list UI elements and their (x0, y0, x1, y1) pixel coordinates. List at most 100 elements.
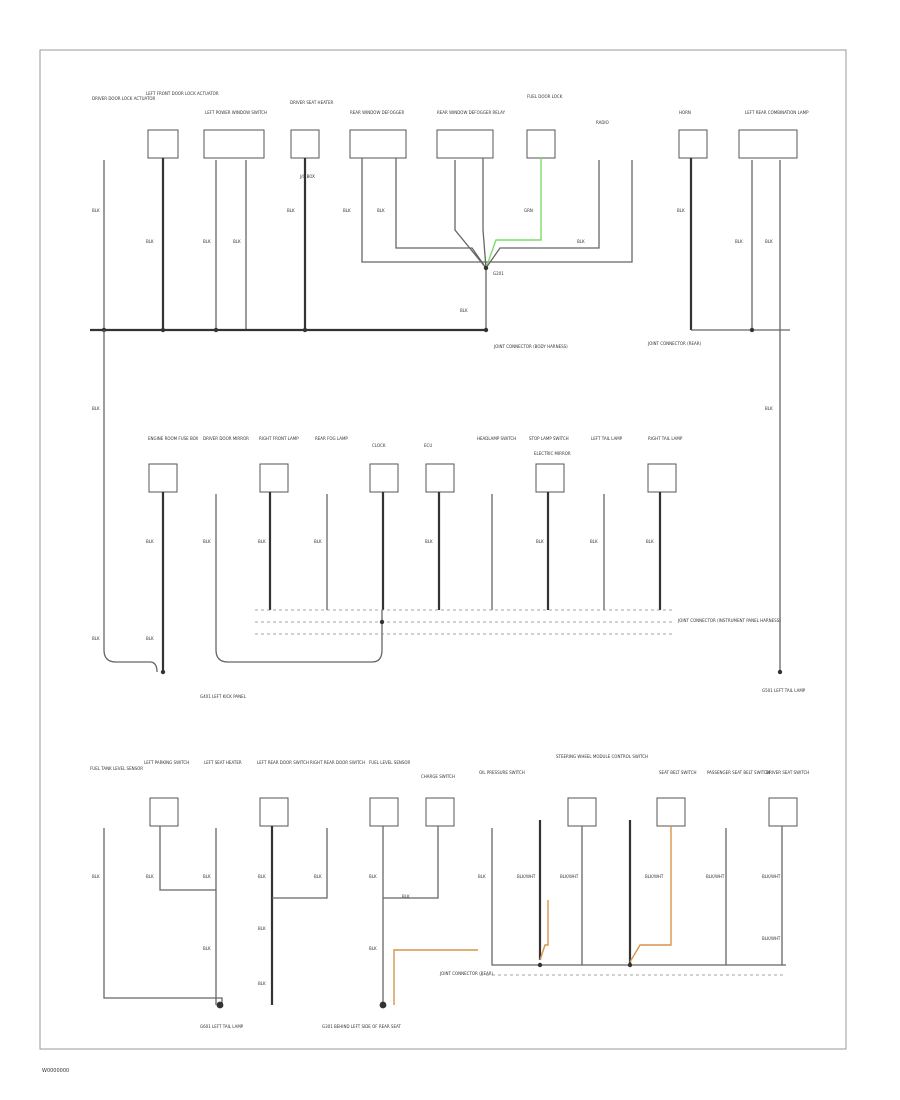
wire-label: BLK (369, 874, 377, 879)
component-label: CLOCK (372, 443, 386, 448)
component-box (369, 463, 399, 493)
component-label: HEADLAMP SWITCH (477, 436, 516, 441)
wire (361, 158, 633, 263)
wire-label: BLK (233, 239, 241, 244)
component-box (647, 463, 677, 493)
splice (749, 327, 755, 333)
component-label: LEFT REAR COMBINATION LAMP (745, 110, 809, 115)
wire-label: BLK (203, 539, 211, 544)
wire (491, 828, 786, 966)
wire (215, 494, 383, 663)
wire (454, 160, 487, 269)
wire (103, 828, 223, 1005)
component-label: DRIVER DOOR MIRROR (203, 436, 249, 441)
component-box (678, 129, 708, 159)
component-label: RIGHT FRONT LAMP (259, 436, 299, 441)
wire (159, 826, 216, 891)
component-box (349, 129, 407, 159)
wire-label: BLK (536, 539, 544, 544)
wire-label: BLK (343, 208, 351, 213)
wire-green (485, 158, 542, 269)
wire-label: BLK (146, 636, 154, 641)
splice-label: G201 (493, 271, 504, 276)
component-label: RADIO (596, 120, 609, 125)
wire-label: BLK (258, 539, 266, 544)
splice (160, 327, 166, 333)
component-box (535, 463, 565, 493)
wire-label: BLK (92, 208, 100, 213)
splice (777, 669, 783, 675)
component-label: DRIVER DOOR LOCK ACTUATOR (92, 96, 156, 101)
component-label: CHARGE SWITCH (421, 774, 455, 779)
component-box (149, 797, 179, 827)
connector-label: JOINT CONNECTOR (INSTRUMENT PANEL HARNES… (677, 618, 781, 623)
ground-label: G601 LEFT TAIL LAMP (200, 1024, 244, 1029)
wire-label: BLK (765, 239, 773, 244)
component-label: FUEL TANK LEVEL SENSOR (90, 766, 143, 771)
wire-label: BLK (646, 539, 654, 544)
wire-label: BLK/WHT (762, 874, 781, 879)
component-box (369, 797, 399, 827)
wire-orange (539, 900, 549, 961)
wire (272, 828, 328, 899)
wire-label: BLK (92, 406, 100, 411)
wire-label: BLK (258, 981, 266, 986)
component-label: ELECTRIC MIRROR (534, 451, 571, 456)
wire-label: BLK (377, 208, 385, 213)
wire-label: BLK (478, 874, 486, 879)
wire-label: BLK (258, 874, 266, 879)
wire-label: BLK (314, 539, 322, 544)
component-box (567, 797, 597, 827)
splice (627, 962, 633, 968)
component-label: RIGHT REAR DOOR SWITCH (310, 760, 365, 765)
component-label: REAR WINDOW DEFOGGER (350, 110, 404, 115)
component-label: PASSENGER SEAT BELT SWITCH (707, 770, 770, 775)
component-label: ECU (424, 443, 432, 448)
wire (383, 826, 439, 899)
component-label: DRIVER SEAT HEATER (290, 100, 333, 105)
wire-label: BLK (425, 539, 433, 544)
wire (482, 158, 487, 269)
component-box (738, 129, 798, 159)
splice (483, 265, 489, 271)
component-label: FUEL DOOR LOCK (527, 94, 563, 99)
wire-label: BLK (146, 539, 154, 544)
wire-label: BLK (203, 946, 211, 951)
component-label: LEFT TAIL LAMP (591, 436, 623, 441)
wire-label: BLK (203, 239, 211, 244)
wire-label: BLK (203, 874, 211, 879)
wire-label: BLK/WHT (706, 874, 725, 879)
splice (379, 619, 385, 625)
component-label: LEFT PARKING SWITCH (144, 760, 189, 765)
splice (302, 327, 308, 333)
splice-label: J/C BOX (299, 174, 315, 179)
bottom-row: FUEL TANK LEVEL SENSOR LEFT PARKING SWIT… (90, 754, 809, 1029)
splice (160, 669, 166, 675)
connector-label: JOINT CONNECTOR (BODY HARNESS) (493, 344, 568, 349)
splice (213, 327, 219, 333)
component-box (259, 797, 289, 827)
component-box (768, 797, 798, 827)
component-label: HORN (679, 110, 691, 115)
splice (537, 962, 543, 968)
wire-label: BLK (258, 926, 266, 931)
wire-label: BLK (146, 874, 154, 879)
component-box (148, 463, 178, 493)
wire-label: BLK (92, 636, 100, 641)
component-label: LEFT POWER WINDOW SWITCH (205, 110, 267, 115)
ground-label: G301 BEHIND LEFT SIDE OF REAR SEAT (322, 1024, 401, 1029)
diagram-border (39, 49, 847, 1050)
figure-code: W0000000 (42, 1068, 69, 1074)
wire (103, 330, 158, 673)
component-label: FUEL LEVEL SENSOR (369, 760, 411, 765)
wire-label: BLK (677, 208, 685, 213)
wire-label: BLK (577, 239, 585, 244)
component-label: STOP LAMP SWITCH (529, 436, 569, 441)
wire-label: BLK (369, 946, 377, 951)
wire-label: BLK (460, 308, 468, 313)
component-label: LEFT SEAT HEATER (204, 760, 242, 765)
wire-label: BLK/WHT (517, 874, 536, 879)
splice (216, 1001, 224, 1009)
component-box (526, 129, 556, 159)
